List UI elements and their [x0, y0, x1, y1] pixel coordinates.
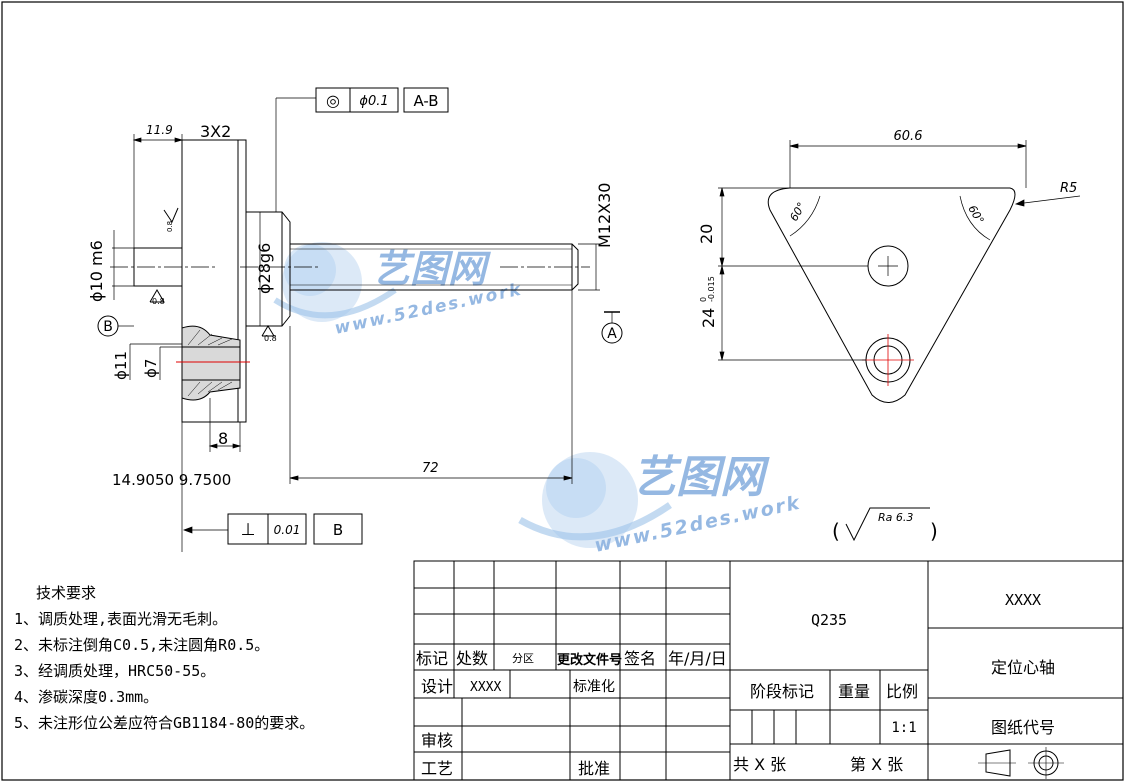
tb-process-label: 工艺	[421, 759, 453, 778]
dim-angle-60-right: 60°	[965, 203, 986, 226]
tb-total-sheets: 共 X 张	[733, 755, 786, 774]
plate-dimension-lines	[718, 140, 1081, 361]
dim-24: 24	[699, 308, 718, 328]
tb-header-change-doc: 更改文件号	[557, 652, 622, 668]
concentricity-symbol: ◎	[326, 91, 340, 110]
tech-req-item-3: 3、经调质处理，HRC50-55。	[14, 662, 216, 680]
tb-design-label: 设计	[421, 677, 453, 696]
paren-right: )	[930, 519, 938, 543]
concentricity-value: ϕ0.1	[359, 94, 388, 109]
gdt-concentricity-frame: ◎ ϕ0.1 A-B	[315, 87, 449, 113]
tb-header-mark: 标记	[416, 649, 448, 668]
dim-20: 20	[697, 224, 716, 244]
roughness-0-8-a: 0.8	[166, 221, 174, 232]
dim-m12x30: M12X30	[595, 183, 614, 248]
dim-24-tol-upper: 0	[699, 297, 708, 302]
watermark-cn-1: 艺图网	[372, 247, 491, 291]
shaft-dimension-lines	[112, 137, 600, 534]
tb-drawing-no-label: 图纸代号	[991, 718, 1055, 737]
dim-11-9: 11.9	[146, 123, 173, 137]
dim-8: 8	[218, 429, 228, 448]
tb-standard-label: 标准化	[573, 679, 615, 695]
dim-60-6: 60.6	[894, 129, 923, 144]
datum-a-marker: A	[601, 311, 623, 344]
dim-phi28g6: ϕ28g6	[255, 243, 274, 294]
perpendicularity-datum: B	[333, 521, 343, 539]
dim-phi7: ϕ7	[142, 359, 160, 378]
roughness-symbols-left	[149, 207, 275, 337]
perpendicularity-symbol: ⊥	[241, 520, 256, 540]
dim-r5: R5	[1060, 181, 1077, 196]
perpendicularity-value: 0.01	[274, 523, 301, 537]
general-roughness: ( Ra 6.3 )	[832, 507, 938, 543]
tb-company: XXXX	[1005, 591, 1041, 609]
tech-req-item-2: 2、未标注倒角C0.5,未注圆角R0.5。	[14, 636, 270, 654]
tb-header-sign: 签名	[624, 649, 656, 668]
datum-a-label: A	[607, 326, 617, 342]
watermark-logo-2: 艺图网 www.52des.work	[518, 452, 803, 557]
dim-phi10-m6: ϕ10 m6	[87, 240, 106, 302]
tb-header-date: 年/月/日	[668, 649, 727, 668]
watermark-cn-2: 艺图网	[632, 452, 770, 503]
plate-outline	[767, 187, 1016, 403]
tb-scale-label: 比例	[886, 682, 918, 701]
dim-72: 72	[422, 461, 439, 476]
tech-req-title: 技术要求	[36, 584, 97, 602]
datum-b-marker: B	[97, 315, 134, 337]
roughness-0-8-c: 0.8	[264, 334, 277, 343]
tb-part-name: 定位心轴	[991, 658, 1055, 677]
dim-3x2: 3X2	[200, 122, 231, 141]
dim-coordinates: 14.9050 9.7500	[112, 471, 231, 489]
tb-designer: XXXX	[470, 680, 501, 695]
concentricity-datum: A-B	[413, 92, 438, 110]
tb-header-zone: 分区	[512, 652, 534, 665]
projection-symbol-icon	[978, 747, 1064, 779]
tech-req-item-4: 4、渗碳深度0.3mm。	[14, 688, 159, 706]
tech-req-item-1: 1、调质处理,表面光滑无毛刺。	[14, 610, 228, 628]
dim-angle-60-left: 60°	[787, 200, 808, 223]
tech-req-item-5: 5、未注形位公差应符合GB1184-80的要求。	[14, 714, 315, 732]
gdt-perpendicularity-frame: ⊥ 0.01 B	[227, 513, 363, 545]
dim-24-tol-lower: -0.015	[707, 276, 716, 302]
tb-stage-label: 阶段标记	[750, 682, 814, 701]
tb-scale-value: 1:1	[891, 720, 916, 736]
paren-left: (	[832, 519, 840, 543]
datum-b-label: B	[103, 319, 113, 335]
title-block	[413, 560, 1124, 781]
tb-approve-label: 批准	[578, 759, 610, 778]
tb-review-label: 审核	[421, 731, 453, 750]
tb-material: Q235	[811, 611, 847, 629]
roughness-0-8-b: 0.8	[152, 297, 165, 306]
technical-requirements: 技术要求 1、调质处理,表面光滑无毛刺。 2、未标注倒角C0.5,未注圆角R0.…	[14, 580, 404, 736]
tb-sheet-number: 第 X 张	[850, 755, 903, 774]
tb-weight-label: 重量	[838, 682, 870, 701]
tb-header-count: 处数	[456, 649, 488, 668]
roughness-ra-6-3: Ra 6.3	[878, 511, 913, 524]
dim-phi11: ϕ11	[112, 351, 130, 380]
